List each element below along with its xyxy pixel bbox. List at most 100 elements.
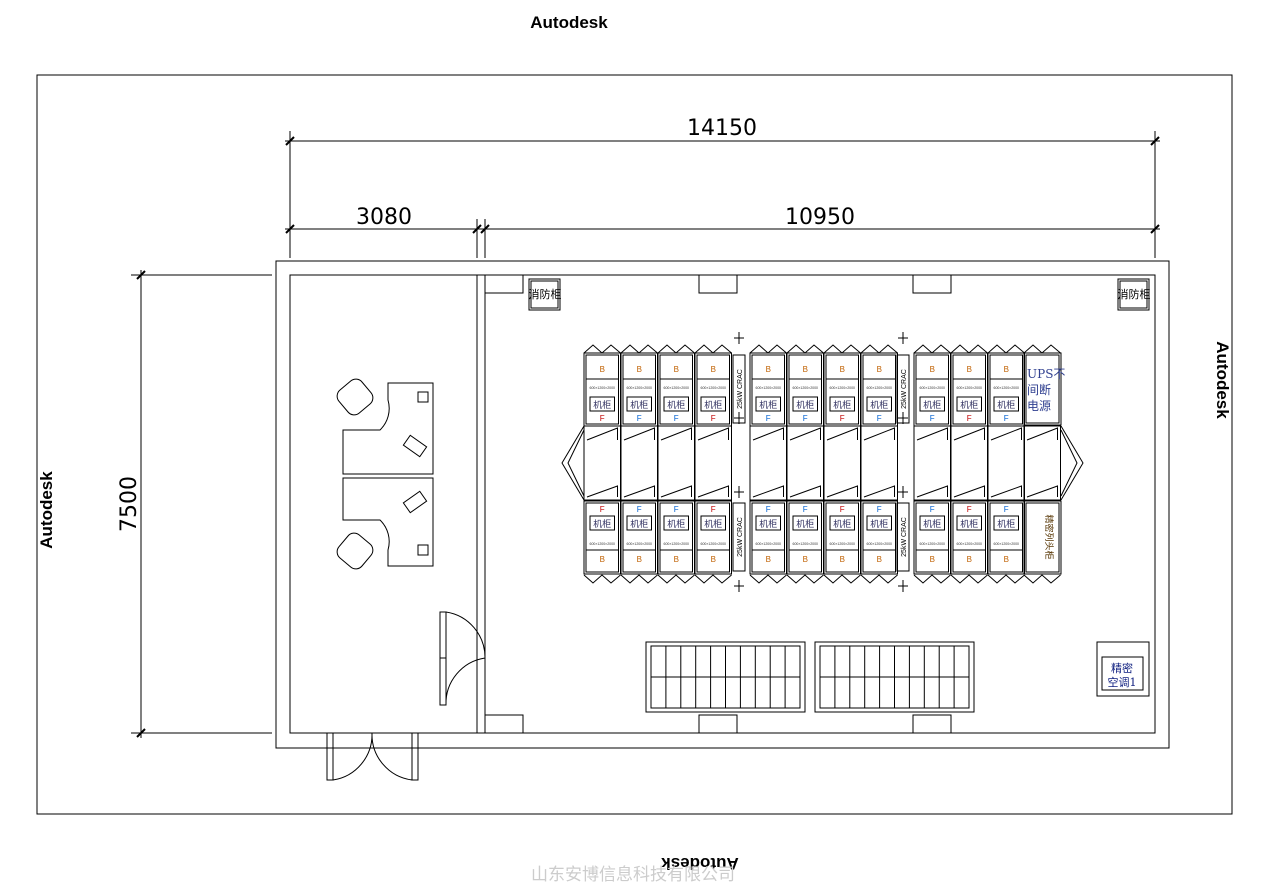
rack-size: 600×1200×2000 <box>590 386 616 390</box>
rack-label: 机柜 <box>593 399 611 411</box>
rack-back-label: B <box>766 555 771 564</box>
battery-rack <box>814 641 975 713</box>
rack-label: 机柜 <box>960 399 978 411</box>
svg-text:消防柜: 消防柜 <box>529 287 562 301</box>
battery-racks <box>645 641 975 713</box>
rack-label: 机柜 <box>796 399 814 411</box>
rack-back-label: B <box>1004 555 1009 564</box>
rack-size: 600×1200×2000 <box>957 386 983 390</box>
entrance-door <box>326 732 419 781</box>
aisle-door <box>860 344 898 584</box>
rack-size: 600×1200×2000 <box>830 542 856 546</box>
fire-cabinet-left: 消防柜 <box>528 278 562 311</box>
rack-size: 600×1200×2000 <box>920 386 946 390</box>
rack-size: 600×1200×2000 <box>793 386 819 390</box>
rack-front-label: F <box>674 505 679 514</box>
rack-label: 机柜 <box>833 399 851 411</box>
watermark-bottom: Autodesk <box>661 854 739 873</box>
rack-front-label: F <box>877 414 882 423</box>
svg-text:消防柜: 消防柜 <box>1118 287 1151 301</box>
office-door <box>439 611 486 706</box>
rack-front-label: F <box>1004 414 1009 423</box>
rack-back-label: B <box>840 555 845 564</box>
rack-size: 600×1200×2000 <box>701 386 727 390</box>
rack-label: 机柜 <box>593 518 611 530</box>
rack-label: 机柜 <box>960 518 978 530</box>
rack-label: 机柜 <box>923 399 941 411</box>
svg-text:25kW CRAC: 25kW CRAC <box>901 369 908 409</box>
walls <box>275 260 1170 749</box>
rack-front-label: F <box>711 505 716 514</box>
company-watermark: 山东安博信息科技有限公司 <box>531 865 735 884</box>
server-rack: B F 600×1200×2000 机柜 <box>694 500 732 575</box>
rack-front-label: F <box>930 414 935 423</box>
rack-size: 600×1200×2000 <box>627 386 653 390</box>
ups-cabinet: UPS不 间断 电源 <box>1023 352 1065 426</box>
rack-size: 600×1200×2000 <box>701 542 727 546</box>
rack-label: 机柜 <box>704 518 722 530</box>
rack-label: 机柜 <box>870 518 888 530</box>
rack-size: 600×1200×2000 <box>664 386 690 390</box>
rack-back-label: B <box>674 555 679 564</box>
aisle-door <box>823 344 861 584</box>
rack-front-label: F <box>600 505 605 514</box>
rack-back-label: B <box>766 365 771 374</box>
rack-label: 机柜 <box>997 399 1015 411</box>
rack-front-label: F <box>877 505 882 514</box>
rack-back-label: B <box>877 555 882 564</box>
rack-size: 600×1200×2000 <box>756 386 782 390</box>
svg-text:间断: 间断 <box>1027 382 1051 397</box>
rack-back-label: B <box>877 365 882 374</box>
rack-size: 600×1200×2000 <box>957 542 983 546</box>
rack-size: 600×1200×2000 <box>756 542 782 546</box>
svg-text:UPS不: UPS不 <box>1027 367 1065 381</box>
svg-text:25kW CRAC: 25kW CRAC <box>737 369 744 409</box>
server-rack: B F 600×1200×2000 机柜 <box>860 500 898 575</box>
rack-back-label: B <box>967 365 972 374</box>
rack-label: 机柜 <box>759 399 777 411</box>
svg-text:25kW CRAC: 25kW CRAC <box>901 517 908 557</box>
crac-unit: 25kW CRAC <box>896 502 910 572</box>
rack-label: 机柜 <box>630 518 648 530</box>
svg-text:空调1: 空调1 <box>1108 675 1137 689</box>
aisle-door <box>749 344 787 584</box>
rack-size: 600×1200×2000 <box>994 386 1020 390</box>
rack-label: 机柜 <box>796 518 814 530</box>
rack-back-label: B <box>967 555 972 564</box>
rack-front-label: F <box>1004 505 1009 514</box>
dimension-lines <box>131 131 1160 738</box>
precision-ac-unit: 精密 空调1 <box>1096 641 1150 697</box>
rack-size: 600×1200×2000 <box>867 542 893 546</box>
rack-front-label: F <box>674 414 679 423</box>
rack-front-label: F <box>840 414 845 423</box>
rack-front-label: F <box>637 414 642 423</box>
crac-unit: 25kW CRAC <box>732 502 746 572</box>
rack-front-label: F <box>803 505 808 514</box>
aisle-door <box>620 344 658 584</box>
rack-size: 600×1200×2000 <box>920 542 946 546</box>
dim-height: 7500 <box>117 476 142 532</box>
rack-back-label: B <box>930 555 935 564</box>
rack-label: 机柜 <box>630 399 648 411</box>
rack-size: 600×1200×2000 <box>793 542 819 546</box>
aisle-door <box>913 344 951 584</box>
battery-rack <box>645 641 806 713</box>
rack-label: 机柜 <box>870 399 888 411</box>
rack-back-label: B <box>600 555 605 564</box>
aisle-door <box>583 344 621 584</box>
watermark-left: Autodesk <box>37 471 56 549</box>
rack-back-label: B <box>711 555 716 564</box>
